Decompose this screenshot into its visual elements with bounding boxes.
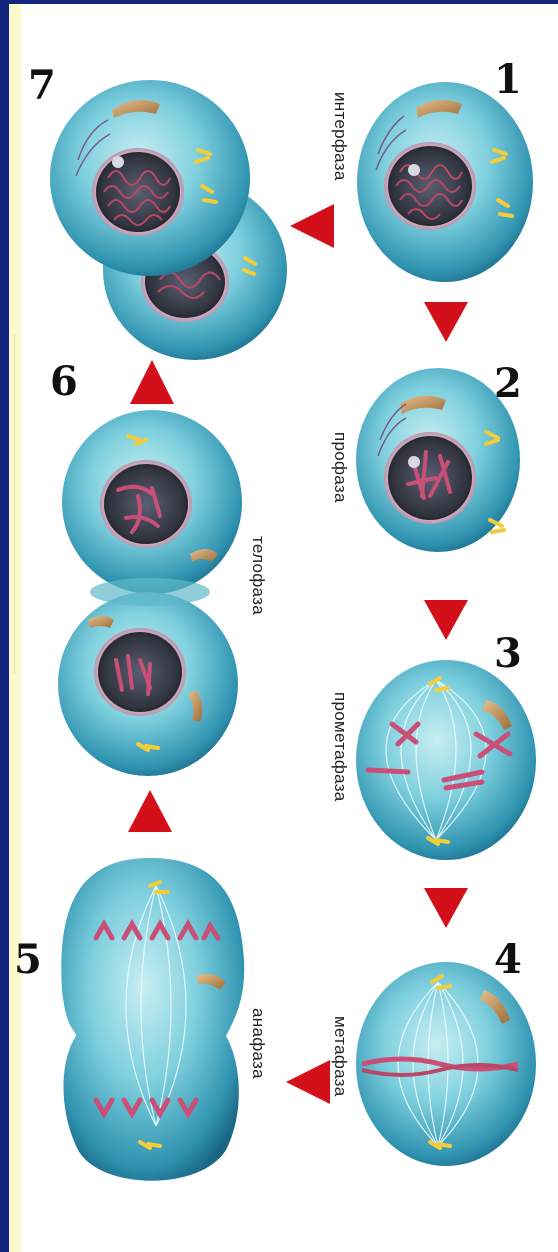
phase-label-prometaphase: прометафаза bbox=[330, 692, 350, 802]
arrow-down-icon bbox=[424, 600, 468, 640]
stage-number-2: 2 bbox=[494, 364, 522, 404]
stage-number-4: 4 bbox=[494, 940, 522, 980]
cell-5 bbox=[61, 858, 244, 1181]
arrow-left-icon bbox=[286, 1060, 330, 1104]
arrow-down-icon bbox=[424, 888, 468, 928]
stage-number-1: 1 bbox=[494, 60, 522, 100]
phase-label-anaphase: анафаза bbox=[248, 1008, 268, 1079]
arrow-down-icon bbox=[424, 302, 468, 342]
cell-7-front bbox=[50, 80, 250, 276]
stage-number-5: 5 bbox=[14, 940, 42, 980]
phase-label-telophase: телофаза bbox=[248, 536, 268, 615]
cell-1 bbox=[357, 82, 533, 282]
arrow-left-icon bbox=[290, 204, 334, 248]
cell-6 bbox=[58, 410, 242, 776]
phase-label-metaphase: метафаза bbox=[330, 1016, 350, 1097]
phase-label-prophase: профаза bbox=[330, 432, 350, 503]
cell-4 bbox=[356, 962, 536, 1166]
stage-number-6: 6 bbox=[50, 362, 78, 402]
arrow-up-icon bbox=[130, 360, 174, 404]
phase-label-interphase: интерфаза bbox=[330, 92, 350, 181]
stage-number-7: 7 bbox=[28, 66, 56, 106]
stage-number-3: 3 bbox=[494, 634, 522, 674]
arrow-up-icon bbox=[128, 790, 172, 832]
cell-3 bbox=[356, 660, 536, 860]
